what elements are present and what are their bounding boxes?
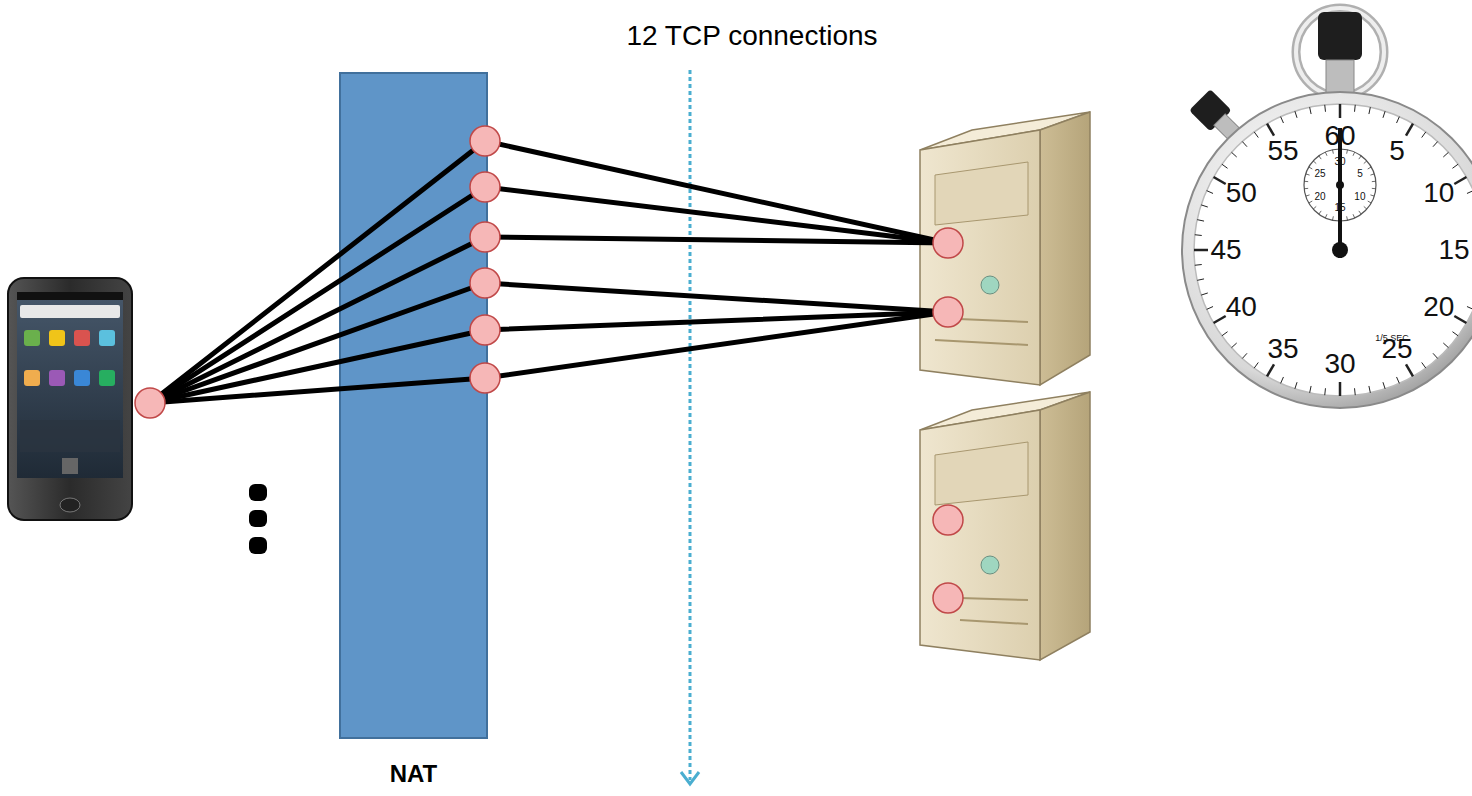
dial-number: 20 bbox=[1423, 293, 1454, 321]
server bbox=[920, 392, 1090, 660]
dial-number: 10 bbox=[1423, 179, 1454, 207]
dial-number: 30 bbox=[1334, 157, 1345, 167]
dial-caption: 1/5 SEC bbox=[1375, 334, 1409, 343]
dial-number: 25 bbox=[1315, 169, 1326, 179]
dial-number: 50 bbox=[1226, 179, 1257, 207]
port bbox=[135, 126, 963, 613]
dial-number: 35 bbox=[1267, 335, 1298, 363]
band-label: NAT bbox=[390, 760, 438, 788]
dial-number: 5 bbox=[1389, 137, 1405, 165]
nat-band: NAT bbox=[340, 73, 487, 738]
dial-number: 45 bbox=[1210, 236, 1241, 264]
dial-number: 10 bbox=[1354, 192, 1365, 202]
dial-number: 5 bbox=[1357, 169, 1363, 179]
tcp-lines bbox=[150, 141, 948, 403]
boundary-line bbox=[689, 70, 692, 780]
dial-number: 15 bbox=[1334, 203, 1345, 213]
dial-number: 40 bbox=[1226, 293, 1257, 321]
dial-number: 15 bbox=[1438, 236, 1469, 264]
diagram-title: 12 TCP connections bbox=[626, 20, 877, 52]
boundary-arrow bbox=[681, 772, 699, 784]
server bbox=[920, 112, 1090, 385]
dial-number: 55 bbox=[1267, 137, 1298, 165]
dial-number: 20 bbox=[1315, 192, 1326, 202]
ellipsis bbox=[249, 484, 267, 554]
dial-number: 60 bbox=[1324, 122, 1355, 150]
stopwatch bbox=[1182, 8, 1472, 408]
phone bbox=[8, 278, 132, 520]
dial-number: 30 bbox=[1324, 350, 1355, 378]
nat-band bbox=[340, 73, 487, 738]
